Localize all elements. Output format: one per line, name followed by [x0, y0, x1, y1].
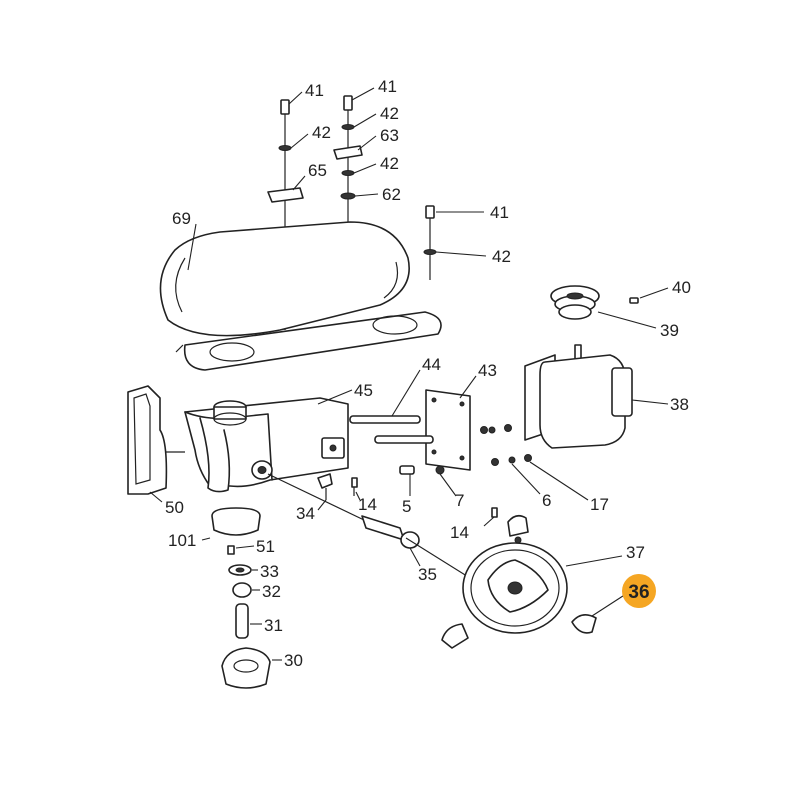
part-45-head-casting — [184, 389, 353, 493]
part-30-base — [221, 647, 282, 689]
callout-43: 43 — [478, 361, 497, 380]
part-32-ball — [232, 582, 260, 598]
part-40-key — [629, 287, 669, 304]
part-69-belt-guard — [159, 221, 410, 337]
callout-40: 40 — [672, 278, 691, 297]
callout-37: 37 — [626, 543, 645, 562]
part-33-washer — [228, 564, 258, 576]
fastener-stack-right — [423, 205, 487, 280]
leader-35-to-handwheel — [405, 537, 471, 579]
part-43-motor-plate — [425, 375, 477, 471]
callout-45: 45 — [354, 381, 373, 400]
callout-38: 38 — [670, 395, 689, 414]
part-50-guard-frame — [127, 385, 185, 503]
callout-42-a: 42 — [312, 123, 331, 142]
part-31-pin — [235, 603, 262, 639]
callout-7: 7 — [455, 491, 464, 510]
callout-35: 35 — [418, 565, 437, 584]
callout-30: 30 — [284, 651, 303, 670]
callout-42-b: 42 — [380, 104, 399, 123]
callout-32: 32 — [262, 582, 281, 601]
callout-6: 6 — [542, 491, 551, 510]
callout-34: 34 — [296, 504, 315, 523]
callout-69: 69 — [172, 209, 191, 228]
highlight-circle-36[interactable] — [622, 574, 656, 608]
callout-65: 65 — [308, 161, 327, 180]
callout-14-b: 14 — [450, 523, 469, 542]
callout-39: 39 — [660, 321, 679, 340]
callout-44: 44 — [422, 355, 441, 374]
part-36-knob-group — [441, 514, 627, 649]
callout-17: 17 — [590, 495, 609, 514]
callout-101: 101 — [168, 531, 196, 550]
plate-fasteners — [399, 424, 589, 501]
callout-51: 51 — [256, 537, 275, 556]
part-35-pinion-shaft — [267, 473, 421, 567]
callout-31: 31 — [264, 616, 283, 635]
callout-14-a: 14 — [358, 495, 377, 514]
belt-guard-base-plate — [175, 311, 442, 371]
part-51-screw — [227, 545, 255, 555]
callout-41-c: 41 — [490, 203, 509, 222]
part-38-motor — [524, 344, 669, 449]
callout-33: 33 — [260, 562, 279, 581]
part-44-rods — [349, 369, 434, 444]
callout-42-c: 42 — [380, 154, 399, 173]
callout-50: 50 — [165, 498, 184, 517]
callout-41-a: 41 — [305, 81, 324, 100]
callout-5: 5 — [402, 497, 411, 516]
callout-41-b: 41 — [378, 77, 397, 96]
callout-62: 62 — [382, 185, 401, 204]
part-37-handwheel — [462, 542, 623, 634]
part-101-cap — [201, 507, 261, 541]
part-65-bracket — [267, 175, 306, 203]
callout-42-d: 42 — [492, 247, 511, 266]
callout-63: 63 — [380, 126, 399, 145]
part-39-motor-pulley — [550, 285, 657, 329]
callout-36[interactable]: 36 — [628, 582, 649, 603]
